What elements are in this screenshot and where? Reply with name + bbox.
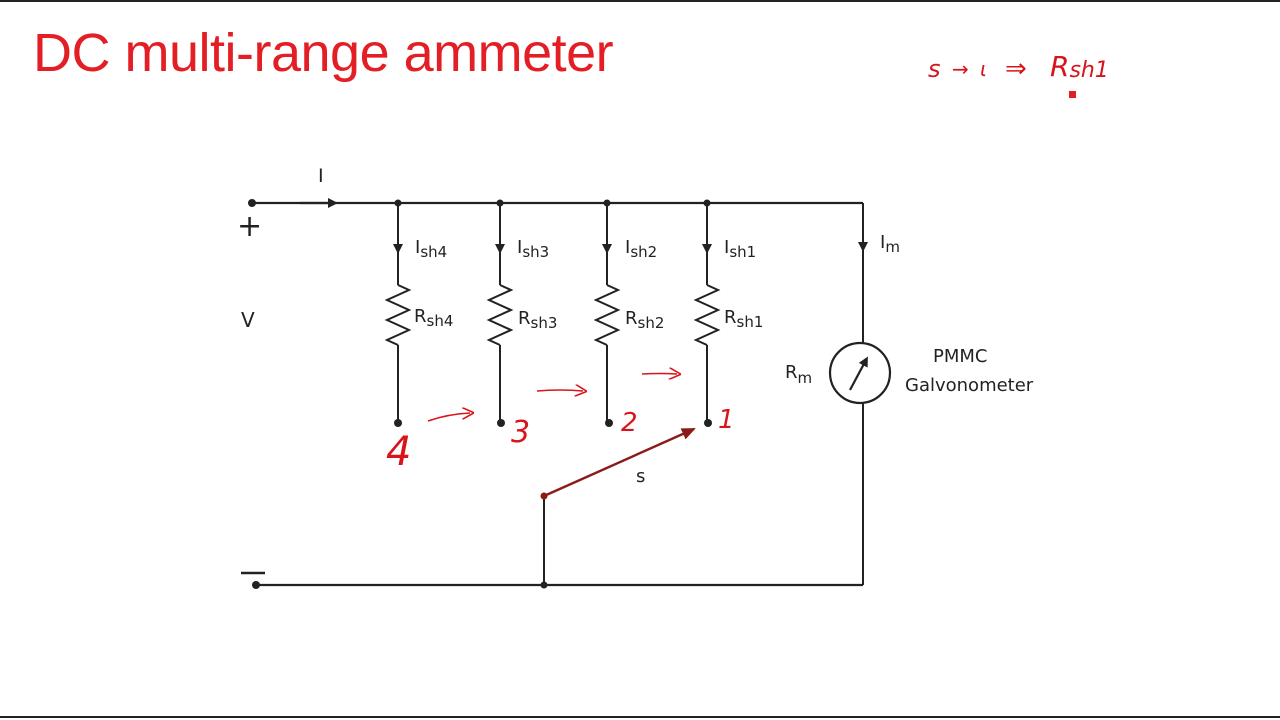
voltage-label: V bbox=[241, 308, 255, 332]
meter-current-label: Im bbox=[880, 232, 900, 256]
meter-resistance-label: Rm bbox=[785, 362, 812, 387]
meter-branch bbox=[828, 203, 892, 585]
shunt-current-label-3: Ish3 bbox=[517, 237, 549, 261]
shunt-current-label-4: Ish4 bbox=[415, 237, 447, 261]
handwritten-position-4: 4 bbox=[386, 429, 411, 475]
note-switch-s: s bbox=[928, 55, 941, 83]
note-position-one: ι bbox=[980, 57, 987, 81]
bottom-border bbox=[0, 716, 1280, 718]
note-arrow: → bbox=[952, 57, 969, 81]
top-bus-wire bbox=[248, 198, 863, 208]
selector-switch bbox=[540, 427, 696, 500]
handwritten-annotations: 4 3 2 1 s → ι ⇒ Rsh1 bbox=[386, 50, 1109, 475]
progress-arrow-2-to-1 bbox=[641, 374, 677, 375]
meter-name-line2: Galvonometer bbox=[905, 375, 1034, 396]
minus-terminal-label: − bbox=[0, 0, 1, 1]
bottom-bus-wire bbox=[252, 496, 863, 589]
progress-arrow-4-to-3 bbox=[427, 413, 470, 422]
shunt-resistor-label-3: Rsh3 bbox=[518, 308, 557, 332]
shunt-branch-2 bbox=[593, 199, 621, 427]
shunt-current-label-2: Ish2 bbox=[625, 237, 657, 261]
shunt-resistor-label-1: Rsh1 bbox=[724, 307, 763, 331]
meter-name-line1: PMMC bbox=[933, 346, 987, 367]
shunt-branch-3 bbox=[486, 199, 514, 427]
progress-arrow-3-to-2 bbox=[536, 390, 583, 391]
note-result: Rsh1 bbox=[1050, 50, 1109, 83]
source-current-label: I bbox=[318, 165, 324, 187]
galvanometer-needle bbox=[849, 356, 868, 391]
shunt-branch-4 bbox=[384, 199, 412, 427]
shunt-branch-1 bbox=[693, 199, 721, 427]
note-implies: ⇒ bbox=[1005, 54, 1027, 84]
handwritten-position-3: 3 bbox=[511, 415, 530, 450]
shunt-resistor-label-4: Rsh4 bbox=[414, 306, 453, 330]
switch-label: s bbox=[636, 466, 645, 487]
handwritten-position-1: 1 bbox=[718, 405, 735, 435]
pointer-dot bbox=[1069, 91, 1076, 98]
handwritten-position-2: 2 bbox=[621, 408, 638, 438]
plus-terminal-label: + bbox=[237, 209, 262, 244]
shunt-resistor-label-2: Rsh2 bbox=[625, 308, 664, 332]
slide-title: DC multi-range ammeter bbox=[33, 23, 614, 83]
top-border bbox=[0, 0, 1280, 2]
shunt-current-label-1: Ish1 bbox=[724, 237, 756, 261]
